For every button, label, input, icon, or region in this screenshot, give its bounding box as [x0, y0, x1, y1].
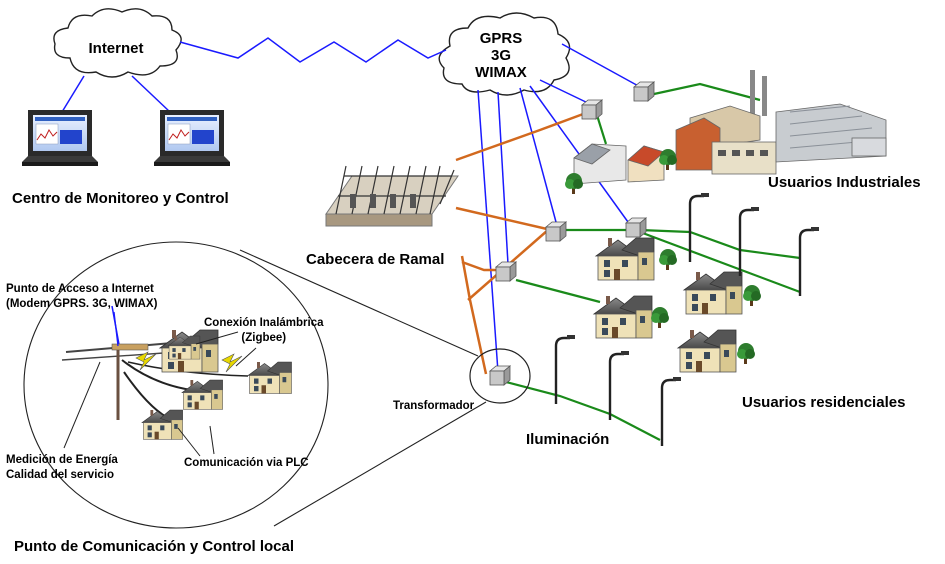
- lv-line-lighting: [505, 380, 661, 441]
- module-industrial-1: [633, 81, 655, 102]
- lighting-label: Iluminación: [526, 431, 610, 448]
- module-street: [495, 261, 517, 282]
- mv-line-residential: [455, 206, 561, 234]
- lv-line-residential-3: [515, 278, 601, 304]
- wireless-connection-label: Conexión Inalámbrica (Zigbee): [204, 316, 324, 346]
- internet-to-wireless-link: [179, 37, 447, 63]
- communication-modules: [489, 81, 655, 386]
- laptop-2: [153, 109, 231, 167]
- energy-measurement-label-line2: Calidad del servicio: [6, 469, 115, 481]
- wireless-cloud-label: GPRS 3G WIMAX: [466, 30, 536, 81]
- wireless-links: [61, 37, 643, 373]
- wireless-connection-label-line1: Conexión Inalámbrica: [204, 317, 324, 329]
- laptop-1: [21, 109, 99, 167]
- local-point-label: Punto de Comunicación y Control local: [14, 538, 295, 555]
- residential-users-label: Usuarios residenciales: [742, 394, 906, 411]
- local-detail-illustration: [61, 311, 292, 457]
- zoom-detail-frame: [23, 241, 487, 529]
- internet-laptop1-link: [61, 75, 85, 113]
- lv-line-residential-2: [639, 230, 801, 294]
- mv-line-industrial: [455, 108, 595, 162]
- wireless-cloud-line-3g: 3G: [490, 47, 511, 64]
- energy-measurement-label: Medición de Energía Calidad del servicio: [6, 453, 118, 483]
- transformer-label: Transformador: [393, 400, 475, 412]
- access-point-label-line2: (Modem GPRS. 3G, WIMAX): [6, 298, 158, 310]
- module-transformer: [489, 365, 511, 386]
- energy-measurement-label-line1: Medición de Energía: [6, 454, 118, 466]
- plc-communication-label: Comunicación via PLC: [184, 457, 309, 469]
- monitoring-center-label: Centro de Monitoreo y Control: [12, 190, 229, 207]
- link-street-module: [497, 91, 509, 265]
- residential-houses: [593, 237, 761, 373]
- transformer-circle: [469, 348, 531, 404]
- branch-header-label: Cabecera de Ramal: [306, 251, 445, 268]
- module-residential-1: [545, 221, 567, 242]
- link-residential-module-1: [519, 87, 557, 223]
- link-industrial-module-2: [539, 79, 591, 105]
- industrial-users-label: Usuarios Industriales: [768, 174, 921, 191]
- substation-image: [325, 165, 459, 227]
- lv-line-industrial-1: [653, 82, 761, 102]
- mv-line-transformer: [460, 255, 488, 375]
- wireless-connection-label-line2: (Zigbee): [241, 332, 287, 344]
- wireless-cloud-line-wimax: WIMAX: [475, 64, 527, 81]
- internet-cloud-label: Internet: [88, 40, 144, 57]
- medium-voltage-lines: [455, 108, 595, 375]
- access-point-label-line1: Punto de Acceso a Internet: [6, 283, 154, 295]
- access-point-label: Punto de Acceso a Internet (Modem GPRS. …: [6, 282, 157, 312]
- link-industrial-module-1: [561, 43, 643, 89]
- module-industrial-2: [581, 99, 603, 120]
- wireless-cloud-line-gprs: GPRS: [479, 30, 523, 47]
- module-residential-2: [625, 217, 647, 238]
- internet-cloud: [53, 8, 182, 78]
- link-transformer-module: [477, 89, 499, 373]
- industrial-buildings: [565, 70, 887, 194]
- internet-laptop2-link: [131, 75, 171, 113]
